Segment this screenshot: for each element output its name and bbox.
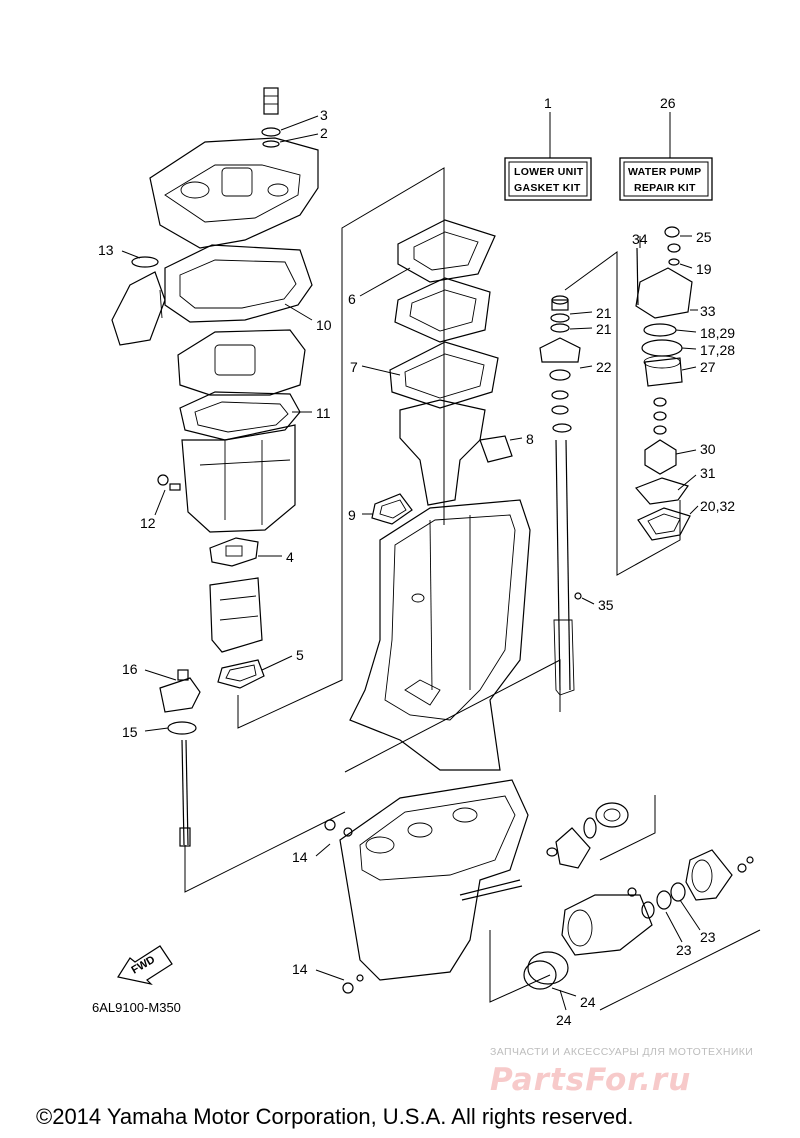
callout-18-29: 18,29 <box>700 325 735 341</box>
callout-34: 34 <box>632 231 648 247</box>
upper-casing <box>349 499 531 771</box>
water-pump-assembly <box>634 226 693 541</box>
callout-22: 22 <box>596 359 612 375</box>
exhaust-gaskets <box>371 219 513 525</box>
callout-14-lower: 14 <box>292 961 308 977</box>
kit-title-line2: REPAIR KIT <box>634 182 696 194</box>
callout-23-right: 23 <box>700 929 716 945</box>
callout-27: 27 <box>700 359 716 375</box>
callout-33: 33 <box>700 303 716 319</box>
watermark-subtitle: ЗАПЧАСТИ И АКСЕССУАРЫ ДЛЯ МОТОТЕХНИКИ <box>490 1046 753 1058</box>
callout-21-lower: 21 <box>596 321 612 337</box>
kit-number-lower-unit: 1 <box>544 95 552 111</box>
watermark: ЗАПЧАСТИ И АКСЕССУАРЫ ДЛЯ МОТОТЕХНИКИ Pa… <box>490 1046 753 1098</box>
callout-13: 13 <box>98 242 114 258</box>
propeller-shaft-parts <box>523 802 754 990</box>
callout-14-upper: 14 <box>292 849 308 865</box>
callout-17-28: 17,28 <box>700 342 735 358</box>
kit-number-water-pump: 26 <box>660 95 676 111</box>
kit-title-line1: WATER PUMP <box>628 166 701 178</box>
callout-2: 2 <box>320 125 328 141</box>
callout-19: 19 <box>696 261 712 277</box>
callout-leaders <box>121 115 701 1011</box>
callout-12: 12 <box>140 515 156 531</box>
callout-24-right: 24 <box>580 994 596 1010</box>
diagram-code: 6AL9100-M350 <box>92 1000 181 1015</box>
copyright-notice: ©2014 Yamaha Motor Corporation, U.S.A. A… <box>36 1104 633 1129</box>
callout-30: 30 <box>700 441 716 457</box>
callout-24-left: 24 <box>556 1012 572 1028</box>
callout-9: 9 <box>348 507 356 523</box>
callout-6: 6 <box>348 291 356 307</box>
callout-3: 3 <box>320 107 328 123</box>
callout-35: 35 <box>598 597 614 613</box>
kit-title-line2: GASKET KIT <box>514 182 581 194</box>
callout-7: 7 <box>350 359 358 375</box>
callout-11: 11 <box>316 405 331 421</box>
callout-15: 15 <box>122 724 138 740</box>
fwd-arrow-icon: FWD <box>117 945 173 986</box>
callout-25: 25 <box>696 229 712 245</box>
callout-labels: 3 2 13 6 10 7 11 8 12 9 4 5 16 15 14 14 … <box>98 107 735 1028</box>
group-brackets <box>184 167 761 1011</box>
fwd-label: FWD <box>130 954 158 977</box>
callout-10: 10 <box>316 317 332 333</box>
callout-20-32: 20,32 <box>700 498 735 514</box>
watermark-brand: PartsFor.ru <box>490 1062 691 1098</box>
lower-unit-gasket-kit[interactable]: 1 LOWER UNIT GASKET KIT <box>504 95 592 201</box>
water-pump-repair-kit[interactable]: 26 WATER PUMP REPAIR KIT <box>619 95 713 201</box>
callout-5: 5 <box>296 647 304 663</box>
kit-title-line1: LOWER UNIT <box>514 166 584 178</box>
callout-21-upper: 21 <box>596 305 612 321</box>
callout-31: 31 <box>700 465 716 481</box>
exhaust-guide-assembly <box>111 87 319 847</box>
callout-16: 16 <box>122 661 138 677</box>
drive-shaft-assembly <box>539 295 582 696</box>
gearcase <box>324 779 529 994</box>
callout-8: 8 <box>526 431 534 447</box>
callout-23-left: 23 <box>676 942 692 958</box>
callout-4: 4 <box>286 549 294 565</box>
